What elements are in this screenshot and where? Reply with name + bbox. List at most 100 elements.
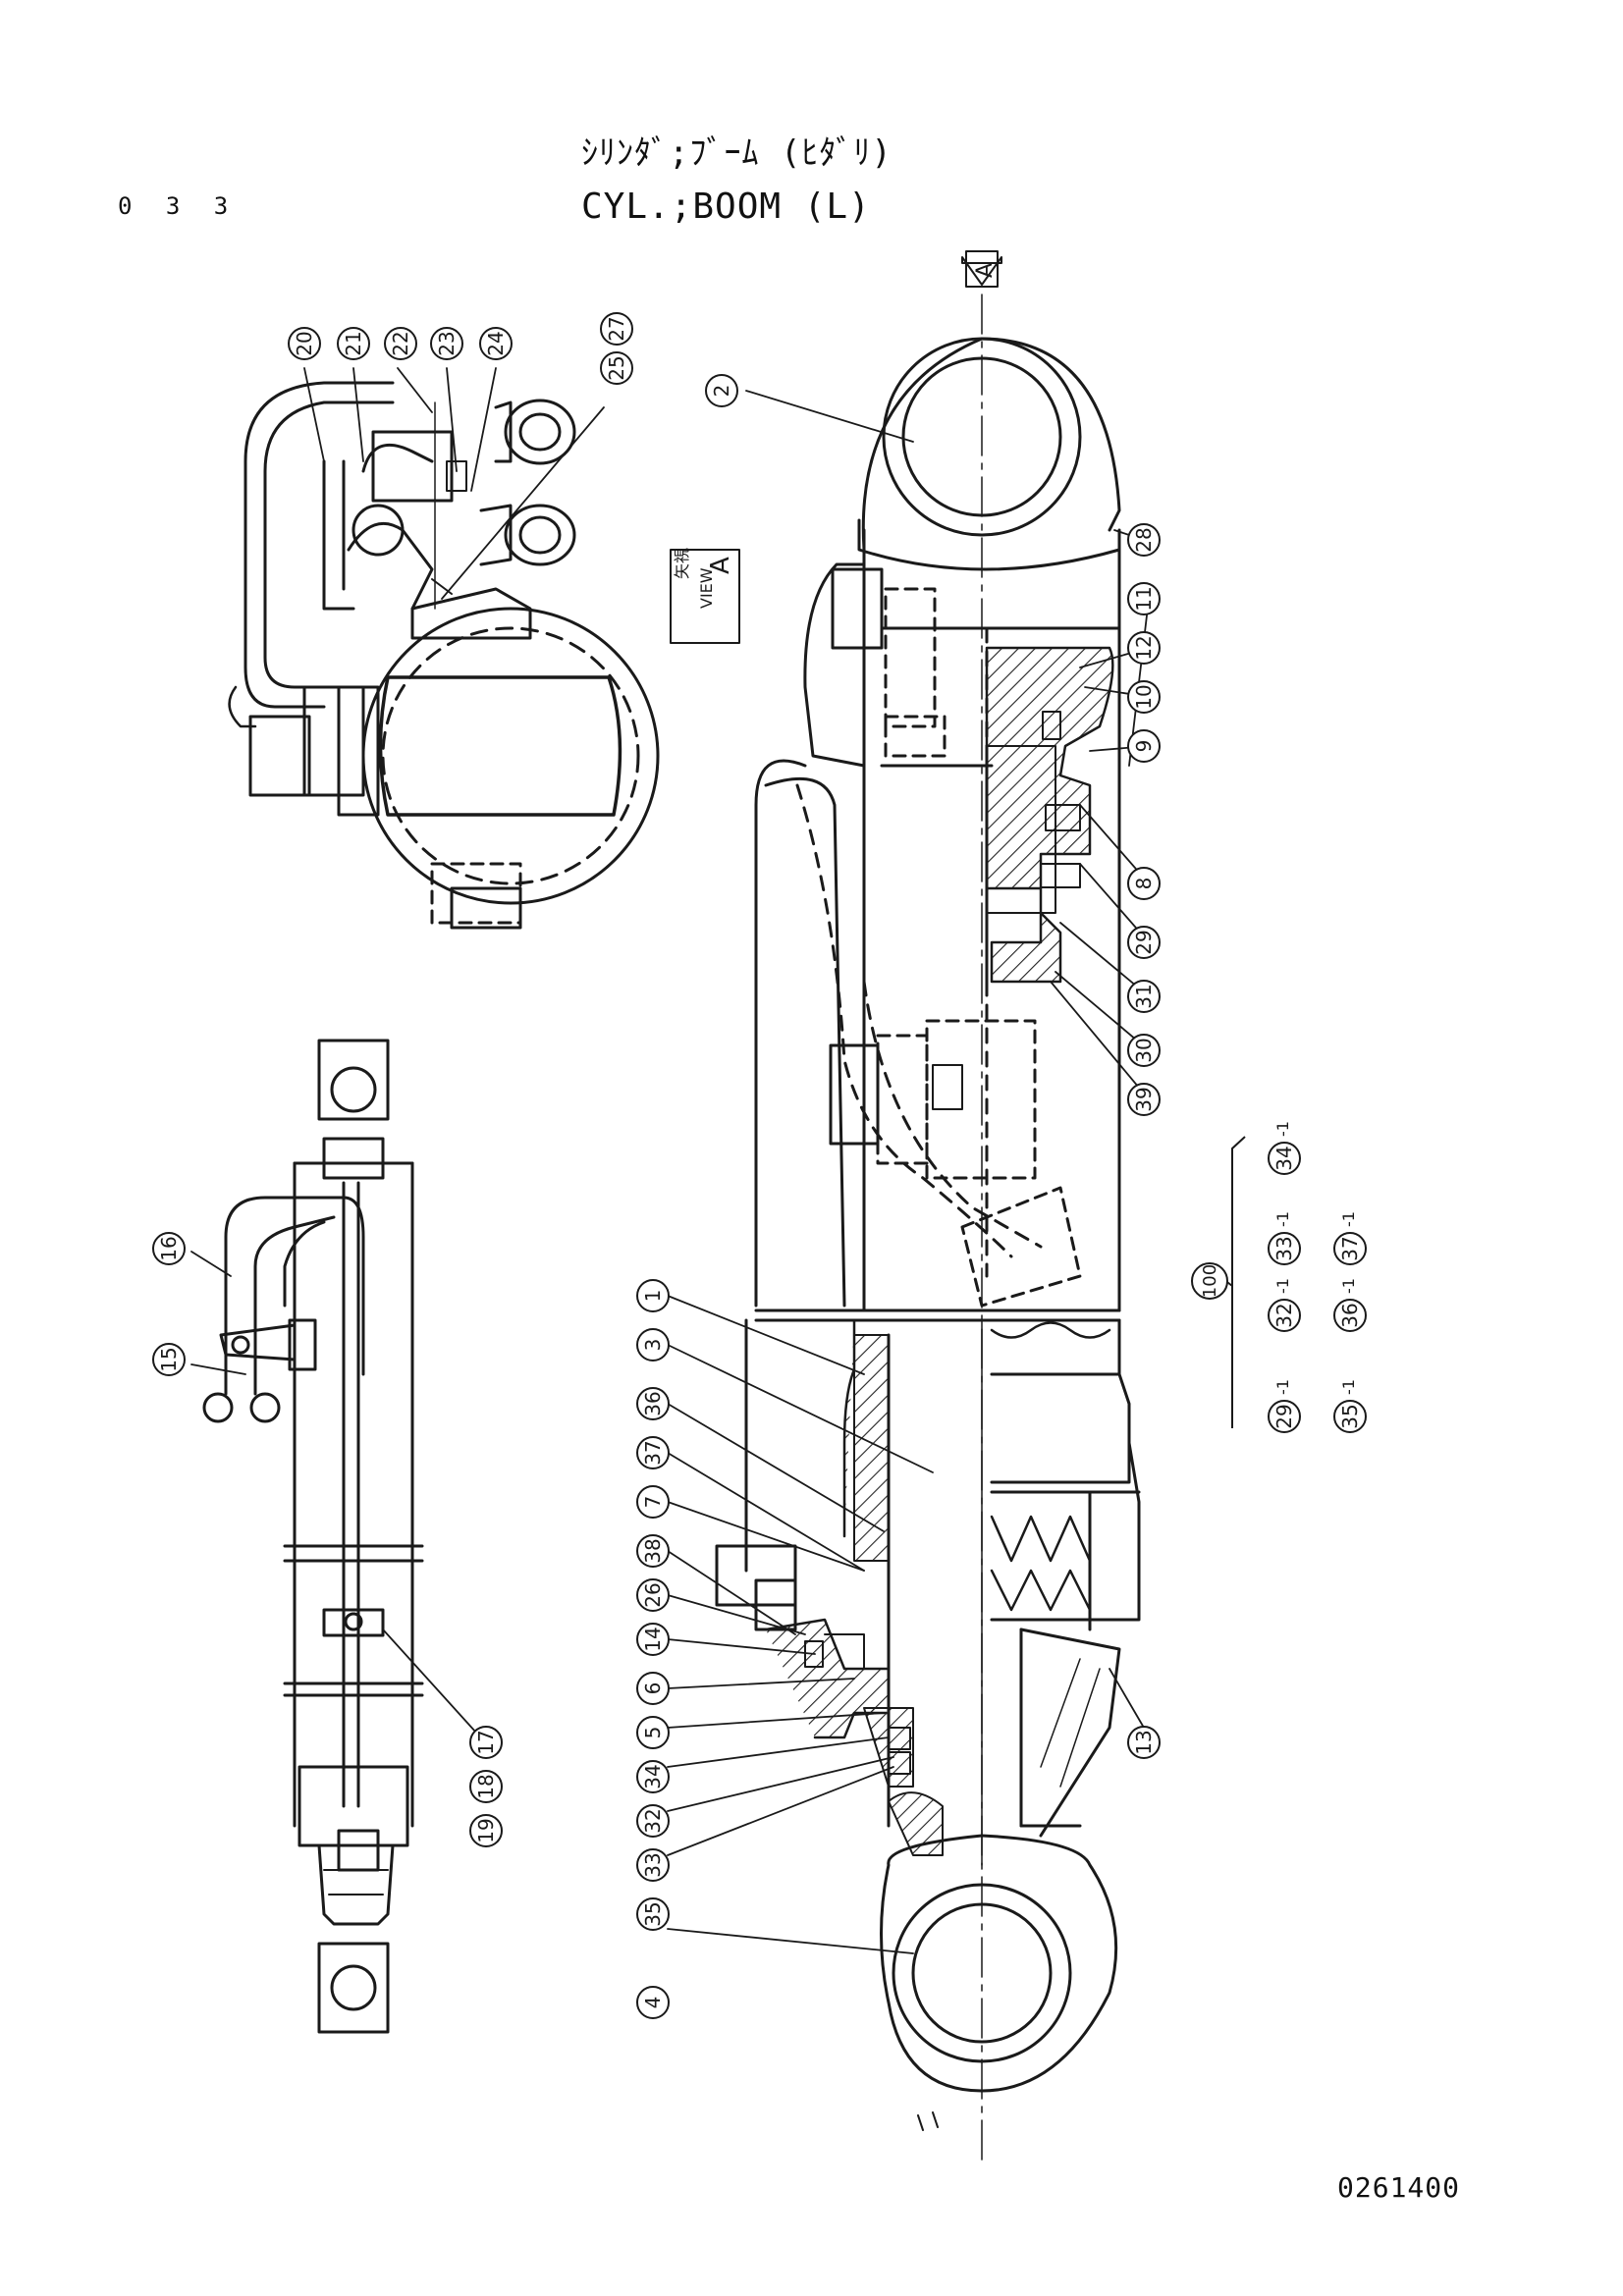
callout-number: 7 [641, 1496, 665, 1509]
callout-number: 31 [1132, 984, 1156, 1008]
view-arrow-a [961, 250, 1002, 288]
callout-number: 18 [474, 1774, 498, 1798]
callout-number: 35 [641, 1901, 665, 1926]
callout-25: 25 [600, 351, 633, 385]
callout-31: 31 [1127, 980, 1161, 1013]
callout-balloons: 1234567891011121314262829303132333435363… [152, 312, 1161, 2019]
callout-number: 33 [641, 1852, 665, 1877]
callout-number: 29 [1132, 930, 1156, 954]
callout-number: 27 [605, 316, 628, 341]
callout-number: 37 [641, 1440, 665, 1465]
seal-kit-bracket: 100 29 -1 32 -1 35 -1 33 -1 36 -1 34 -1 37-1 [1191, 1121, 1367, 1433]
callout-number: 34 [641, 1764, 665, 1789]
callout-8: 8 [1127, 867, 1161, 900]
callout-number: 23 [435, 331, 459, 355]
callout-10: 10 [1127, 680, 1161, 714]
callout-24: 24 [479, 327, 513, 360]
view-a-detail [228, 381, 740, 930]
kit-suffix: -1 [1339, 1278, 1358, 1294]
callout-number: 25 [605, 355, 628, 380]
callout-11: 11 [1127, 582, 1161, 615]
callout-12: 12 [1127, 631, 1161, 665]
view-label-en: VIEW [697, 567, 716, 609]
callout-6: 6 [636, 1672, 670, 1705]
kit-suffix: -1 [1339, 1379, 1358, 1395]
callout-number: 28 [1132, 527, 1156, 552]
view-a-label: 矢視 VIEW A A [673, 263, 998, 609]
leader-lines [190, 367, 1150, 1954]
callout-number: 14 [641, 1627, 665, 1651]
callout-34: 34 [636, 1760, 670, 1793]
view-label-ja: 矢視 [673, 548, 691, 579]
callout-17: 17 [469, 1726, 503, 1759]
main-cylinder-view [715, 250, 1141, 2161]
callout-number: 38 [641, 1538, 665, 1563]
callout-26: 26 [636, 1578, 670, 1612]
kit-suffix: -1 [1273, 1121, 1292, 1137]
callout-number: 1 [641, 1290, 665, 1303]
callout-number: 10 [1132, 684, 1156, 709]
page-number: 0 3 3 [118, 192, 239, 220]
svg-text:33: 33 [1272, 1236, 1296, 1260]
callout-number: 26 [641, 1582, 665, 1607]
kit-suffix: -1 [1273, 1278, 1292, 1294]
callout-number: 4 [641, 1997, 665, 2009]
svg-text:100: 100 [1200, 1264, 1220, 1298]
kit-item-32: 32 -1 [1268, 1278, 1301, 1332]
kit-item-33: 33 -1 [1268, 1211, 1301, 1265]
svg-text:36: 36 [1338, 1303, 1362, 1327]
callout-21: 21 [337, 327, 370, 360]
kit-item-35: 35 -1 [1333, 1379, 1367, 1433]
callout-4: 4 [636, 1986, 670, 2019]
kit-suffix: -1 [1273, 1211, 1292, 1227]
callout-number: 6 [641, 1682, 665, 1695]
svg-text:35: 35 [1338, 1404, 1362, 1428]
callout-15: 15 [152, 1343, 186, 1376]
callout-1: 1 [636, 1279, 670, 1312]
callout-35: 35 [636, 1897, 670, 1931]
callout-number: 30 [1132, 1038, 1156, 1062]
callout-number: 12 [1132, 635, 1156, 660]
callout-5: 5 [636, 1716, 670, 1749]
callout-18: 18 [469, 1770, 503, 1803]
callout-38: 38 [636, 1534, 670, 1568]
callout-14: 14 [636, 1623, 670, 1656]
callout-number: 19 [474, 1818, 498, 1842]
callout-number: 8 [1132, 878, 1156, 890]
callout-number: 21 [342, 331, 365, 355]
callout-3: 3 [636, 1328, 670, 1362]
callout-39: 39 [1127, 1083, 1161, 1116]
title-english: CYL.;BOOM (L) [581, 187, 871, 227]
callout-20: 20 [288, 327, 321, 360]
callout-22: 22 [384, 327, 417, 360]
callout-32: 32 [636, 1804, 670, 1838]
callout-13: 13 [1127, 1726, 1161, 1759]
callout-number: 5 [641, 1727, 665, 1739]
callout-27: 27 [600, 312, 633, 346]
callout-number: 3 [641, 1339, 665, 1352]
callout-number: 16 [157, 1236, 181, 1260]
callout-number: 15 [157, 1347, 181, 1371]
callout-19: 19 [469, 1814, 503, 1847]
callout-23: 23 [430, 327, 463, 360]
callout-number: 36 [641, 1391, 665, 1415]
callout-30: 30 [1127, 1034, 1161, 1067]
kit-item-37: 37-1 [1333, 1211, 1367, 1265]
callout-number: 24 [484, 331, 508, 355]
callout-29: 29 [1127, 926, 1161, 959]
callout-number: 13 [1132, 1730, 1156, 1754]
svg-text:34: 34 [1272, 1146, 1296, 1170]
callout-number: 17 [474, 1730, 498, 1754]
kit-item-29: 29 -1 [1268, 1379, 1301, 1433]
side-view [202, 1039, 424, 2034]
callout-7: 7 [636, 1485, 670, 1519]
svg-text:29: 29 [1272, 1404, 1296, 1428]
arrow-label: A [973, 263, 998, 278]
callout-37: 37 [636, 1436, 670, 1469]
kit-suffix: -1 [1273, 1379, 1292, 1395]
svg-text:32: 32 [1272, 1303, 1296, 1327]
callout-28: 28 [1127, 523, 1161, 557]
callout-number: 20 [293, 331, 316, 355]
callout-33: 33 [636, 1848, 670, 1882]
